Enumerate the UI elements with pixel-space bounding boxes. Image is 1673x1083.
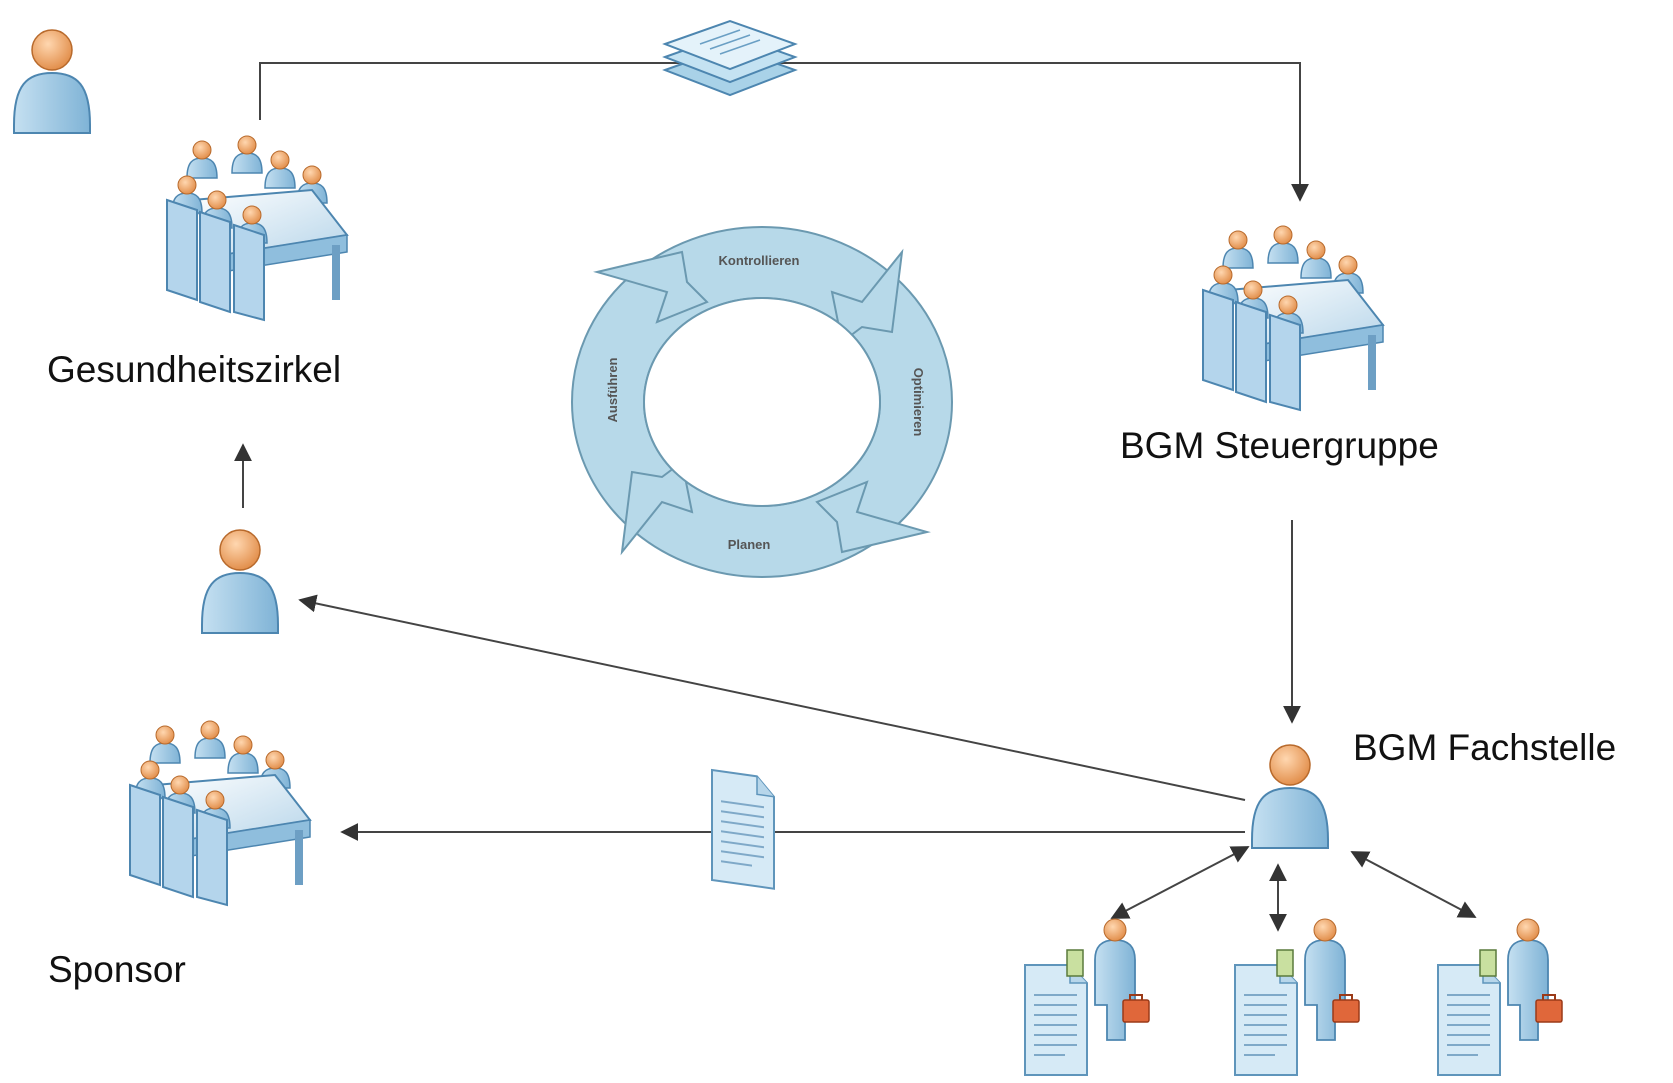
worker-icon	[1025, 919, 1149, 1075]
person-icon	[13, 29, 91, 134]
cycle-label-bottom: Planen	[728, 537, 771, 552]
document-icon	[710, 768, 776, 890]
arrow-fachstelle-worker-right	[1350, 851, 1477, 918]
worker-icon	[1235, 919, 1359, 1075]
cycle-arrows-icon: Kontrollieren Optimieren Planen Ausführe…	[571, 226, 953, 578]
cycle-label-right: Optimieren	[911, 368, 926, 437]
meeting-group-icon	[167, 136, 347, 320]
label-gesundheitszirkel: Gesundheitszirkel	[47, 349, 341, 390]
label-fachstelle: BGM Fachstelle	[1353, 727, 1616, 768]
cycle-label-left: Ausführen	[605, 357, 620, 422]
top-connector	[259, 62, 1309, 202]
arrow-fachstelle-worker-left	[1110, 846, 1250, 919]
meeting-group-icon	[130, 721, 310, 905]
worker-icon	[1438, 919, 1562, 1075]
arrow-fachstelle-to-person	[298, 594, 1246, 801]
person-icon	[201, 529, 279, 634]
document-stack-icon	[662, 19, 798, 97]
label-steuergruppe: BGM Steuergruppe	[1120, 425, 1439, 466]
meeting-group-icon	[1203, 226, 1383, 410]
person-icon	[1251, 744, 1329, 849]
cycle-label-top: Kontrollieren	[719, 253, 800, 268]
label-sponsor: Sponsor	[48, 949, 186, 990]
